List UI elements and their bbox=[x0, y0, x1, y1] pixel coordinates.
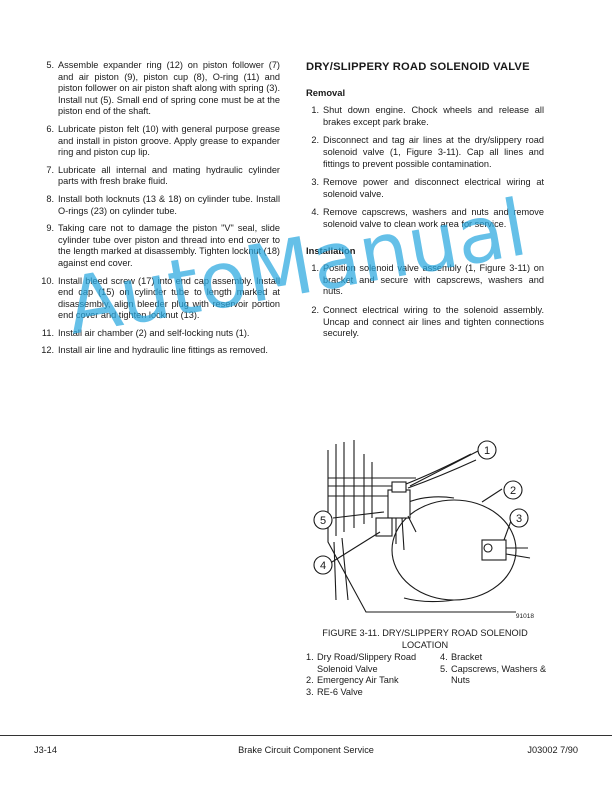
step-item: 10. Install bleed screw (17) into end cap… bbox=[34, 276, 280, 322]
callout-1: 1 bbox=[484, 445, 490, 457]
figure-legend-left: 1.Dry Road/Slippery Road Solenoid Valve … bbox=[306, 652, 446, 698]
legend-text: Bracket bbox=[451, 652, 483, 662]
footer-page-number: J3-14 bbox=[34, 745, 57, 755]
step-number: 3. bbox=[311, 177, 319, 188]
section-title: DRY/SLIPPERY ROAD SOLENOID VALVE bbox=[306, 61, 530, 73]
callout-2: 2 bbox=[510, 485, 516, 497]
step-item: 11. Install air chamber (2) and self-lock… bbox=[34, 328, 280, 340]
step-text: Position solenoid valve assembly (1, Fig… bbox=[323, 263, 544, 297]
step-number: 1. bbox=[311, 263, 319, 274]
removal-heading: Removal bbox=[306, 86, 346, 98]
legend-number: 1. bbox=[306, 652, 314, 662]
figure-caption: FIGURE 3-11. DRY/SLIPPERY ROAD SOLENOID … bbox=[306, 628, 544, 651]
step-number: 1. bbox=[311, 105, 319, 116]
step-item: 12. Install air line and hydraulic line f… bbox=[34, 345, 280, 357]
step-item: 1. Shut down engine. Chock wheels and rel… bbox=[306, 105, 544, 128]
figure-legend-right: 4.Bracket 5.Capscrews, Washers & Nuts bbox=[440, 652, 550, 687]
solenoid-location-figure: 1 2 3 4 5 91018 bbox=[313, 440, 534, 620]
re6-valve-shape bbox=[481, 539, 507, 561]
step-item: 5. Assemble expander ring (12) on piston … bbox=[34, 60, 280, 118]
step-text: Remove power and disconnect electrical w… bbox=[323, 177, 544, 199]
step-item: 7. Lubricate all internal and mating hydr… bbox=[34, 165, 280, 188]
right-column: DRY/SLIPPERY ROAD SOLENOID VALVE Removal… bbox=[306, 60, 544, 347]
step-item: 9. Taking care not to damage the piston "… bbox=[34, 223, 280, 269]
step-number: 2. bbox=[311, 304, 319, 315]
legend-item: 5.Capscrews, Washers & Nuts bbox=[440, 664, 550, 687]
step-text: Connect electrical wiring to the solenoi… bbox=[323, 304, 544, 339]
step-number: 6. bbox=[46, 123, 54, 134]
step-text: Lubricate piston felt (10) with general … bbox=[58, 123, 280, 158]
left-column: 5. Assemble expander ring (12) on piston … bbox=[34, 60, 280, 363]
step-number: 12. bbox=[41, 345, 54, 356]
legend-text: Capscrews, Washers & Nuts bbox=[451, 663, 547, 686]
step-item: 6. Lubricate piston felt (10) with genera… bbox=[34, 124, 280, 159]
step-number: 8. bbox=[46, 193, 54, 204]
step-text: Install bleed screw (17) into end cap as… bbox=[58, 275, 280, 321]
legend-item: 1.Dry Road/Slippery Road Solenoid Valve bbox=[306, 652, 446, 675]
step-text: Remove capscrews, washers and nuts and r… bbox=[323, 207, 544, 229]
figure-ref-code: 91018 bbox=[516, 613, 534, 620]
step-text: Shut down engine. Chock wheels and relea… bbox=[323, 105, 544, 127]
footer-title: Brake Circuit Component Service bbox=[238, 745, 374, 755]
legend-item: 2.Emergency Air Tank bbox=[306, 675, 446, 687]
bracket-shape bbox=[375, 517, 393, 537]
legend-number: 3. bbox=[306, 686, 314, 697]
figure-caption-line1: FIGURE 3-11. DRY/SLIPPERY ROAD SOLENOID bbox=[322, 628, 528, 638]
legend-text: RE-6 Valve bbox=[317, 686, 363, 697]
step-text: Disconnect and tag air lines at the dry/… bbox=[323, 135, 544, 169]
step-text: Assemble expander ring (12) on piston fo… bbox=[58, 60, 280, 117]
legend-text: Dry Road/Slippery Road Solenoid Valve bbox=[317, 652, 417, 674]
footer-divider bbox=[0, 735, 612, 736]
legend-item: 4.Bracket bbox=[440, 652, 550, 664]
legend-number: 5. bbox=[440, 663, 448, 674]
step-item: 2. Connect electrical wiring to the solen… bbox=[306, 305, 544, 340]
step-number: 9. bbox=[46, 223, 54, 234]
callout-3: 3 bbox=[516, 513, 522, 525]
step-text: Taking care not to damage the piston "V"… bbox=[58, 223, 280, 268]
step-text: Lubricate all internal and mating hydrau… bbox=[58, 164, 280, 187]
solenoid-valve-shape bbox=[387, 489, 411, 519]
step-number: 5. bbox=[46, 60, 54, 70]
step-item: 2. Disconnect and tag air lines at the dr… bbox=[306, 135, 544, 170]
step-number: 4. bbox=[311, 207, 319, 218]
legend-text: Emergency Air Tank bbox=[317, 675, 399, 686]
step-item: 8. Install both locknuts (13 & 18) on cyl… bbox=[34, 194, 280, 217]
step-number: 11. bbox=[41, 327, 54, 338]
step-text: Install air line and hydraulic line fitt… bbox=[58, 345, 268, 356]
legend-number: 4. bbox=[440, 652, 448, 662]
callout-5: 5 bbox=[320, 515, 326, 527]
step-number: 10. bbox=[41, 275, 54, 286]
step-item: 3. Remove power and disconnect electrical… bbox=[306, 177, 544, 200]
step-number: 7. bbox=[46, 164, 54, 175]
figure-caption-line2: LOCATION bbox=[401, 639, 449, 650]
footer-doc-code: J03002 7/90 bbox=[527, 745, 578, 755]
step-number: 2. bbox=[311, 135, 319, 146]
installation-heading: Installation bbox=[306, 244, 356, 256]
step-text: Install air chamber (2) and self-locking… bbox=[58, 327, 250, 338]
step-item: 1. Position solenoid valve assembly (1, F… bbox=[306, 263, 544, 298]
callout-4: 4 bbox=[320, 560, 326, 572]
step-item: 4. Remove capscrews, washers and nuts and… bbox=[306, 207, 544, 230]
legend-number: 2. bbox=[306, 675, 314, 686]
legend-item: 3.RE-6 Valve bbox=[306, 687, 446, 699]
step-text: Install both locknuts (13 & 18) on cylin… bbox=[58, 193, 280, 216]
